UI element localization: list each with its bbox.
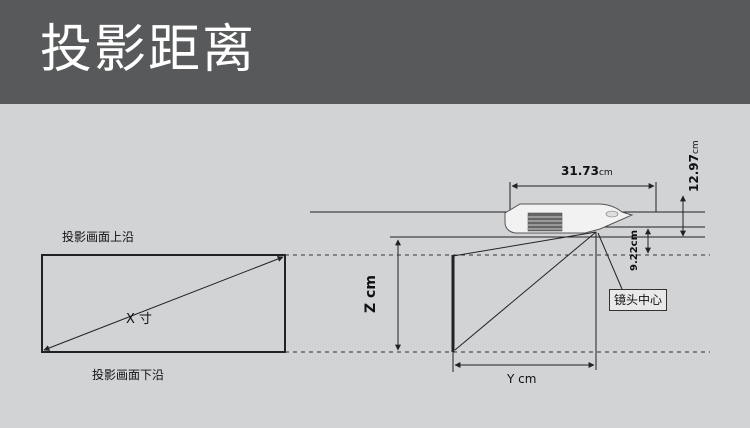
header-bar: 投影距离 [0, 0, 750, 104]
screen-diagonal-arrow [43, 256, 284, 351]
diagonal-label: X 寸 [126, 312, 152, 327]
screen-rectangle [41, 254, 286, 353]
screen-top-label: 投影画面上沿 [62, 229, 134, 244]
page-title: 投影距离 [40, 20, 257, 80]
z-label: Z cm [363, 275, 379, 313]
ray-bottom [454, 231, 597, 351]
lens-center-leader [597, 232, 623, 290]
dim-31-value: 31.73cm [561, 164, 613, 178]
dim-12-value: 12.97cm [687, 140, 701, 192]
ray-top [452, 231, 597, 257]
lens-center-label: 镜头中心 [609, 289, 667, 311]
projector-icon [504, 203, 634, 234]
screen-bottom-label: 投影画面下沿 [92, 367, 164, 382]
y-label: Y cm [506, 372, 536, 386]
dim-9-value: 9.22cm [629, 230, 640, 271]
